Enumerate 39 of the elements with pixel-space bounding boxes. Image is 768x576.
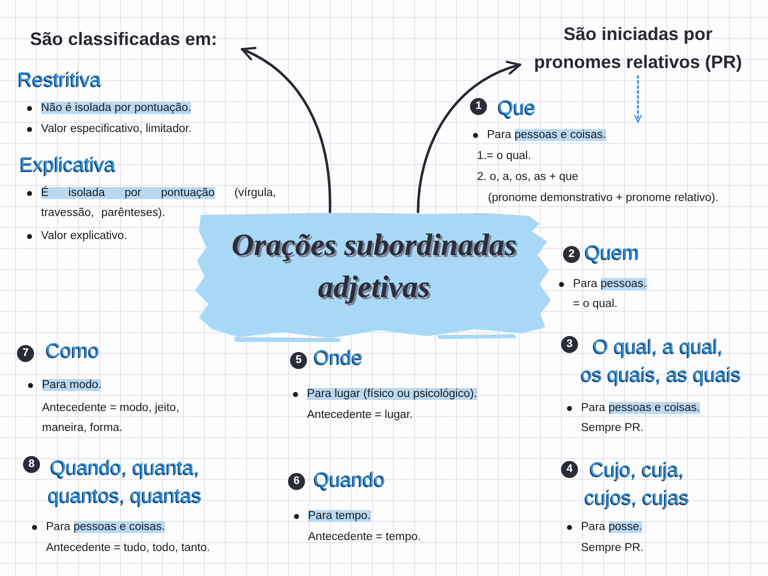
section-heading: Onde	[314, 346, 363, 371]
body-text: Para pessoas e coisas.	[46, 520, 165, 535]
section-heading: Quando, quanta, quantos, quantas	[47, 456, 203, 509]
body-text: Antecedente = tudo, todo, tanto.	[46, 541, 210, 556]
body-text: (pronome demonstrativo + pronome relativo).	[488, 191, 718, 206]
section-heading: Quando	[314, 468, 386, 493]
body-text: Sempre PR.	[581, 421, 644, 436]
body-text: Para pessoas e coisas.	[487, 128, 606, 143]
curved-arrow	[416, 62, 522, 214]
body-text: Valor especificativo, limitador.	[41, 122, 192, 137]
body-text: Antecedente = modo, jeito, maneira, forma.	[42, 401, 180, 436]
title-text: Orações subordinadas adjetivas	[230, 226, 518, 306]
heading-text: São classificadas em:	[30, 22, 242, 56]
body-text: Para posse.	[581, 520, 642, 535]
heading-text: São iniciadas por pronomes relativos (PR)	[520, 20, 756, 76]
body-text: Antecedente = tempo.	[308, 530, 421, 545]
body-text: Para pessoas.	[573, 277, 647, 292]
body-text: Não é isolada por pontuação.	[41, 101, 192, 116]
curved-arrow	[240, 48, 332, 214]
body-text: Para lugar (físico ou psicológico).	[307, 387, 478, 402]
section-heading: Cujo, cuja, cujos, cujas	[584, 458, 690, 511]
section-heading: Quem	[585, 241, 640, 266]
body-text: Para tempo.	[308, 509, 371, 524]
body-text: É isolada por pontuação (vírgula, travessão, parênteses).	[41, 185, 276, 221]
body-text: Antecedente = lugar.	[307, 408, 413, 423]
body-text: 2. o, a, os, as + que	[477, 170, 578, 185]
dotted-arrow	[634, 75, 642, 123]
section-heading: Explicativa	[20, 153, 116, 178]
body-text: = o qual.	[573, 297, 618, 312]
section-heading: Como	[46, 339, 100, 364]
section-heading: O qual, a qual, os quais, as quais	[581, 335, 742, 388]
section-heading: Que	[498, 96, 536, 121]
body-text: Para pessoas e coisas.	[581, 401, 700, 416]
section-heading: Restritiva	[18, 68, 102, 93]
body-text: Para modo.	[42, 378, 102, 393]
brush-stroke-banner	[195, 212, 553, 342]
body-text: 1.= o qual.	[477, 149, 532, 164]
body-text: Valor explicativo.	[41, 229, 128, 244]
body-text: Sempre PR.	[581, 541, 644, 556]
